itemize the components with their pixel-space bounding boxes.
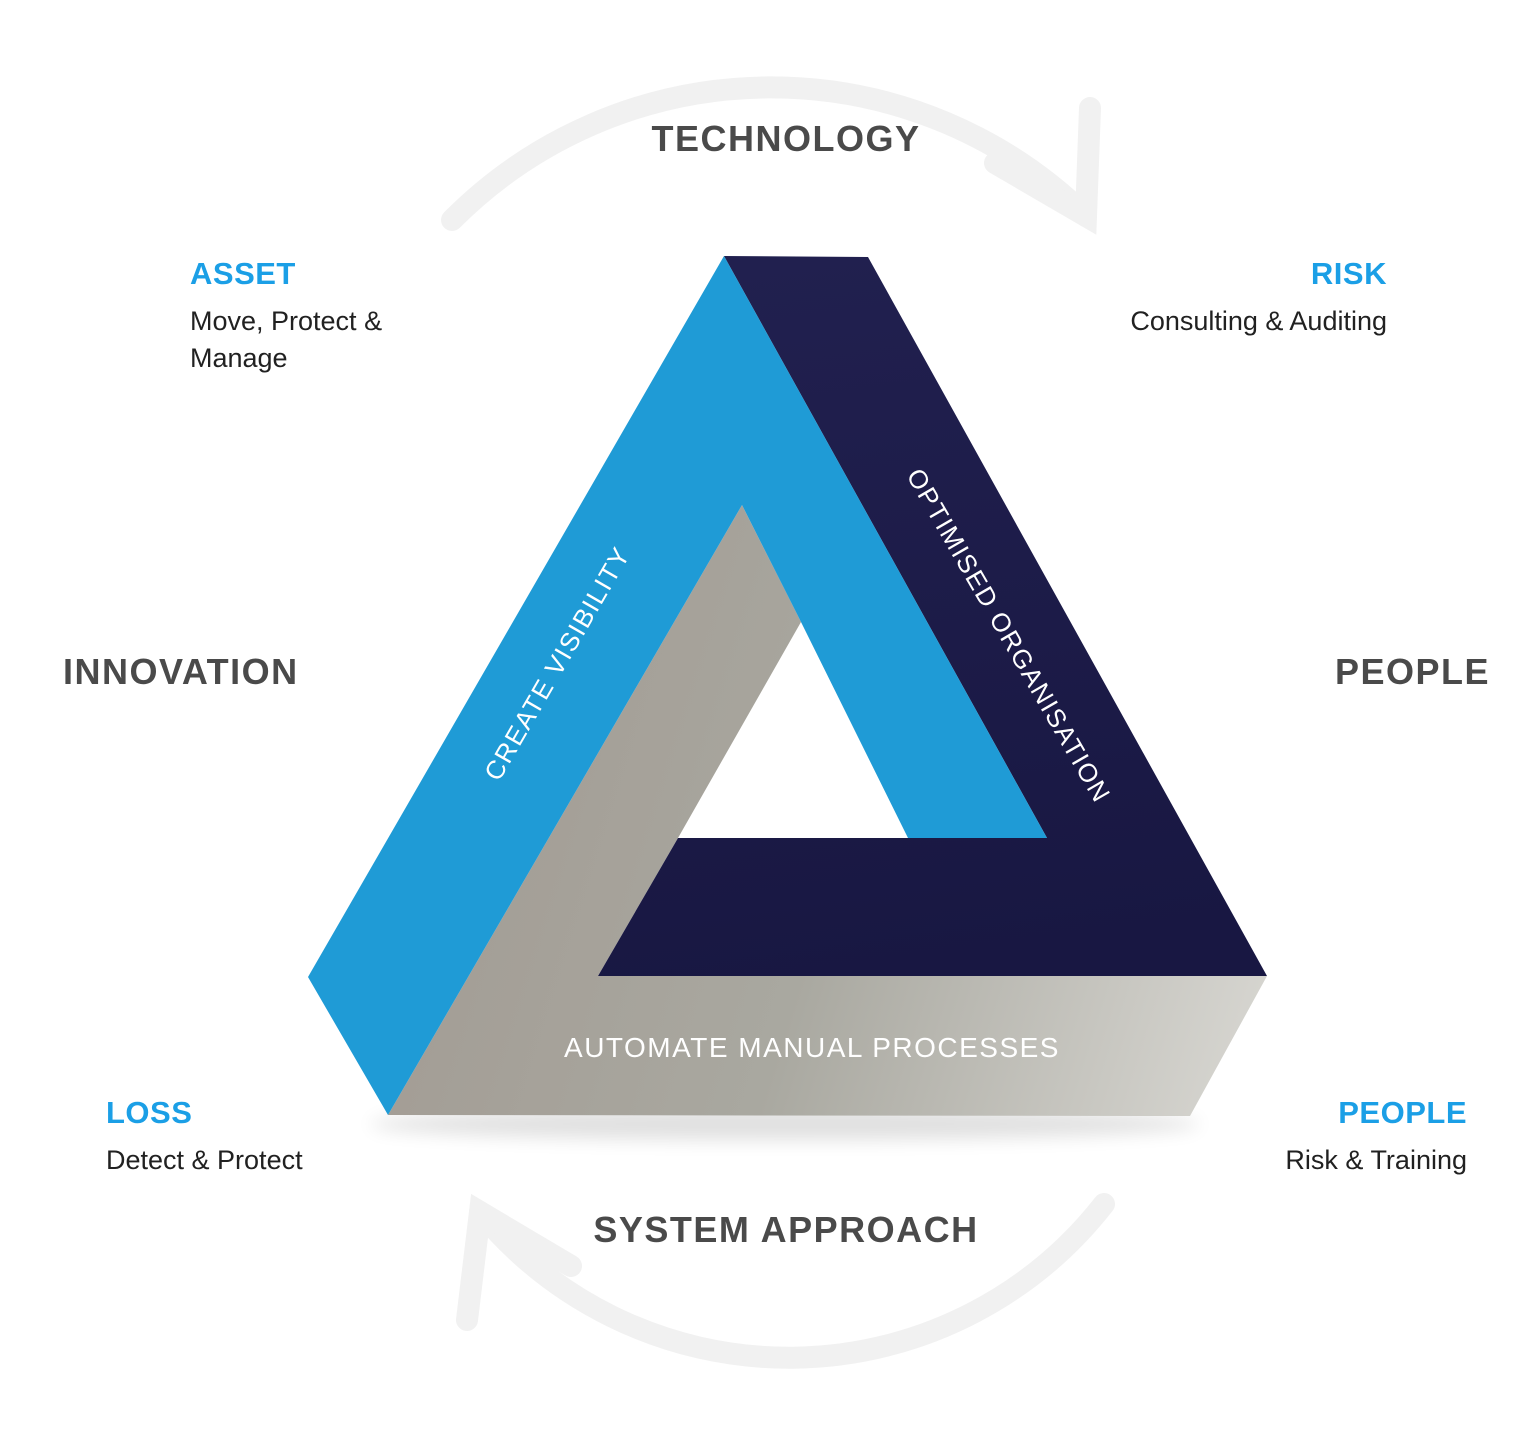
cycle-arrow-bottom-head-icon xyxy=(456,1193,582,1331)
corner-people-title: PEOPLE xyxy=(1338,1095,1467,1130)
cycle-arrow-top-head-icon xyxy=(984,97,1101,235)
corner-loss: LOSS Detect & Protect xyxy=(106,1097,303,1179)
heading-innovation: INNOVATION xyxy=(63,651,299,692)
corner-risk-desc: Consulting & Auditing xyxy=(1130,306,1387,336)
triangle-shadow xyxy=(370,1108,1200,1140)
corner-asset-title: ASSET xyxy=(190,256,296,291)
corner-loss-desc: Detect & Protect xyxy=(106,1145,303,1175)
corner-people-desc: Risk & Training xyxy=(1285,1145,1467,1175)
triangle-gray-face xyxy=(388,505,1267,1116)
corner-asset: ASSET Move, Protect & Manage xyxy=(190,258,408,376)
corner-risk: RISK Consulting & Auditing xyxy=(1130,258,1387,340)
triangle-blue-face xyxy=(308,256,1047,1115)
heading-people: PEOPLE xyxy=(1334,651,1490,692)
corner-asset-desc: Move, Protect & Manage xyxy=(190,306,383,373)
corner-loss-title: LOSS xyxy=(106,1095,193,1130)
heading-technology: TECHNOLOGY xyxy=(651,118,921,159)
cycle-arrow-top-icon xyxy=(441,76,1097,231)
triangle-navy-face xyxy=(598,256,1267,976)
cycle-arrows xyxy=(441,76,1115,1369)
corner-risk-title: RISK xyxy=(1310,256,1387,291)
heading-system-approach: SYSTEM APPROACH xyxy=(593,1209,979,1250)
bottom-arm-label: AUTOMATE MANUAL PROCESSES xyxy=(564,1032,1060,1063)
corner-people: PEOPLE Risk & Training xyxy=(1285,1097,1467,1179)
cycle-arrow-bottom-icon xyxy=(469,1193,1115,1369)
